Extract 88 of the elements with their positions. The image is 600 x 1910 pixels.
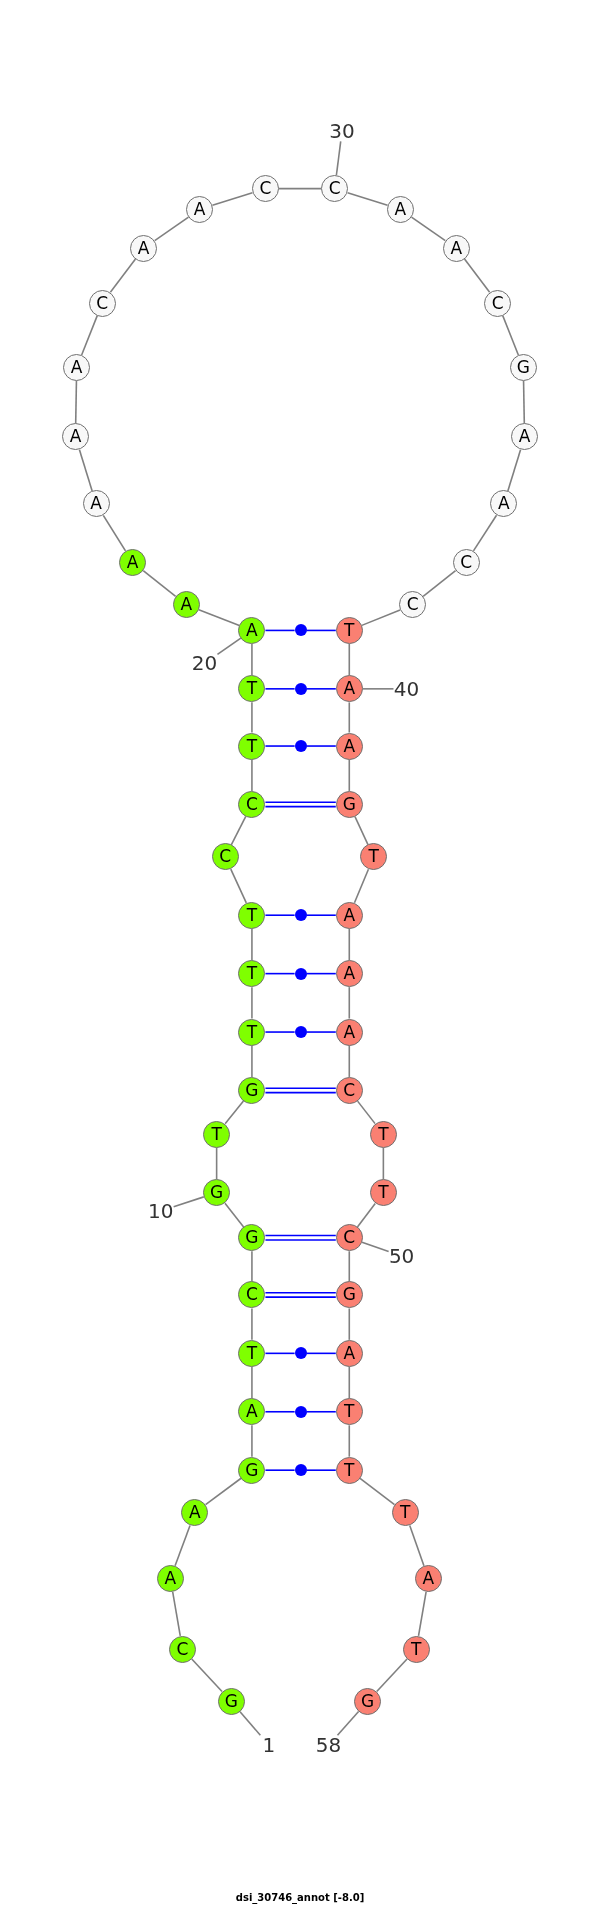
backbone-line <box>348 643 351 677</box>
backbone-line <box>174 1524 191 1567</box>
backbone-line <box>251 1424 253 1458</box>
base-pair-line <box>264 801 337 808</box>
backbone-line <box>251 758 253 792</box>
backbone-line <box>408 1524 425 1567</box>
backbone-line <box>422 569 457 598</box>
base-pair-line <box>305 629 337 632</box>
backbone-line <box>211 191 254 207</box>
backbone-line <box>382 1147 385 1180</box>
backbone-line <box>348 986 351 1020</box>
base-pair-line <box>305 1469 337 1471</box>
backbone-line <box>171 1591 182 1637</box>
backbone-line <box>74 380 78 425</box>
position-number: 30 <box>329 121 355 142</box>
backbone-line <box>507 449 522 492</box>
backbone-line <box>472 514 498 552</box>
base-pair-line <box>305 1352 337 1355</box>
base-pair-line <box>264 1352 296 1355</box>
backbone-line <box>215 1147 218 1180</box>
backbone-line <box>190 1658 223 1693</box>
backbone-line <box>375 1658 408 1693</box>
backbone-line <box>348 1044 351 1078</box>
backbone-line <box>251 701 253 734</box>
backbone-line <box>204 1477 242 1506</box>
backbone-line <box>153 216 190 242</box>
base-pair-line <box>264 688 296 690</box>
base-pair-line <box>264 1291 337 1298</box>
backbone-line <box>251 643 253 677</box>
backbone-line <box>348 1250 351 1283</box>
base-pair-line <box>305 1031 337 1033</box>
leader-line <box>336 1710 360 1737</box>
position-number: 1 <box>255 1735 282 1756</box>
base-pair-line <box>264 745 296 747</box>
backbone-line <box>356 1202 377 1228</box>
base-pair-line <box>305 1410 337 1413</box>
base-pair-line <box>264 1234 337 1241</box>
backbone-line <box>251 927 253 961</box>
base-pair-line <box>264 1087 337 1094</box>
position-number: 50 <box>388 1245 415 1266</box>
leader-line <box>361 1241 390 1253</box>
backbone-line <box>361 609 401 627</box>
backbone-line <box>356 1100 376 1125</box>
base-pair-line <box>305 688 337 690</box>
backbone-line <box>109 258 137 294</box>
leader-line <box>172 1196 205 1208</box>
backbone-line <box>348 758 351 792</box>
backbone-line <box>230 868 248 904</box>
backbone-line <box>522 380 526 425</box>
backbone-line <box>78 449 93 492</box>
backbone-line <box>353 868 370 904</box>
base-pair-line <box>264 914 296 916</box>
caption: dsi_30746_annot [-8.0] <box>234 1891 366 1905</box>
base-pair-line <box>264 1410 296 1413</box>
backbone-line <box>463 258 491 294</box>
base-pair-line <box>264 629 296 632</box>
backbone-line <box>251 986 253 1020</box>
backbone-line <box>417 1591 427 1637</box>
position-number: 20 <box>191 653 218 674</box>
backbone-line <box>348 1307 351 1341</box>
base-pair-line <box>264 972 296 975</box>
backbone-line <box>359 1477 396 1506</box>
backbone-line <box>224 1100 245 1125</box>
base-pair-line <box>264 1469 296 1471</box>
base-pair-line <box>264 1031 296 1033</box>
backbone-line <box>348 701 351 734</box>
backbone-line <box>142 569 177 598</box>
base-pair-line <box>305 972 337 975</box>
backbone-line <box>251 1366 253 1400</box>
base-pair-line <box>305 914 337 916</box>
backbone-line <box>251 1307 253 1341</box>
position-number: 58 <box>315 1735 342 1756</box>
base-pair-line <box>305 745 337 747</box>
position-number: 40 <box>393 678 420 699</box>
backbone-line <box>251 1044 253 1078</box>
backbone-line <box>348 1366 351 1400</box>
backbone-line <box>346 191 389 207</box>
backbone-line <box>278 187 322 190</box>
leader-line <box>216 637 242 656</box>
position-number: 10 <box>147 1200 174 1221</box>
leader-line <box>239 1710 262 1737</box>
backbone-line <box>348 927 351 961</box>
backbone-line <box>224 1202 245 1228</box>
leader-line <box>335 140 342 177</box>
leader-line <box>362 688 395 690</box>
backbone-line <box>410 216 447 242</box>
backbone-line <box>348 1424 351 1458</box>
backbone-line <box>251 1250 253 1283</box>
